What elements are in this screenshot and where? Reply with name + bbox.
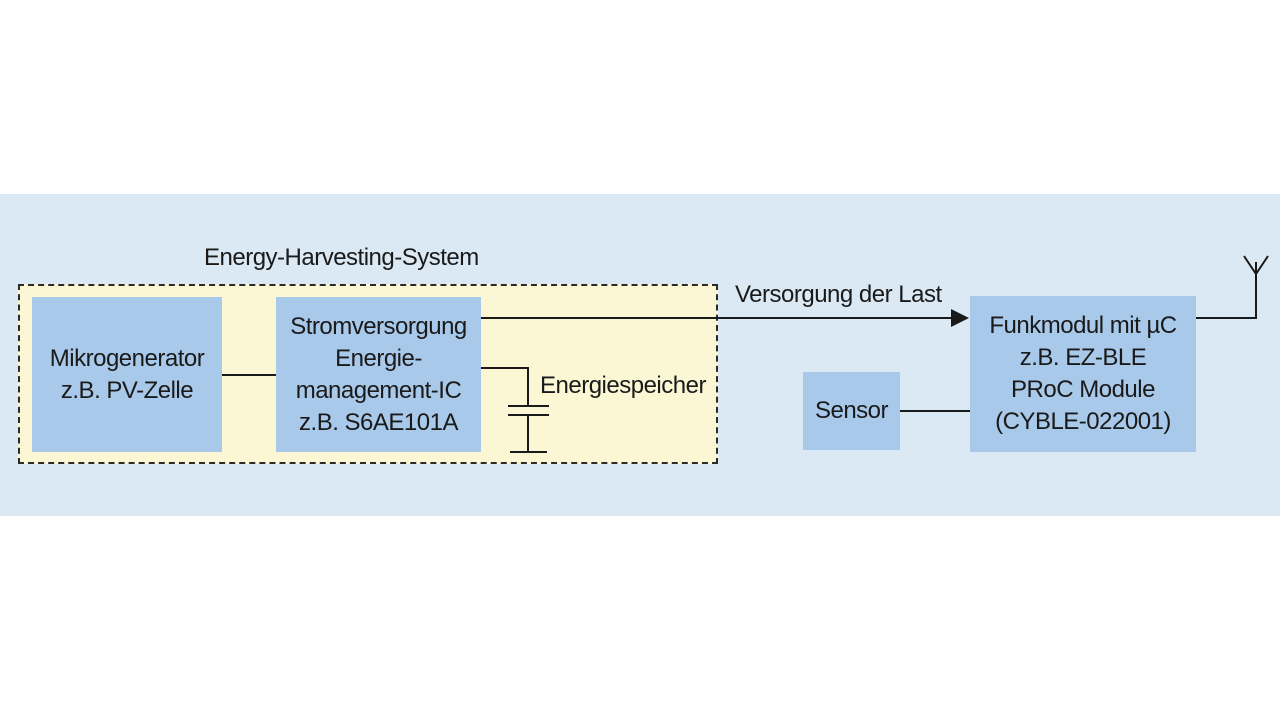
- mikrogenerator-line-2: z.B. PV-Zelle: [60, 376, 194, 404]
- energy-harvesting-system-title: Energy-Harvesting-System: [204, 244, 479, 271]
- versorgung-der-last-label: Versorgung der Last: [735, 281, 942, 308]
- antenna-icon: [1243, 255, 1269, 276]
- funkmodul-block: Funkmodul mit µC z.B. EZ-BLE PRoC Module…: [970, 296, 1196, 452]
- funkmodul-line-3: PRoC Module: [1011, 376, 1155, 403]
- funkmodul-line-2: z.B. EZ-BLE: [1019, 344, 1147, 371]
- arrow-head-icon: [951, 309, 969, 327]
- stromversorgung-line-1: Stromversorgung: [290, 312, 467, 340]
- stromversorgung-line-2: Energie-: [335, 344, 422, 372]
- stromversorgung-line-3: management-IC: [295, 376, 462, 404]
- sensor-line-1: Sensor: [814, 397, 889, 424]
- sensor-block: Sensor: [803, 372, 900, 450]
- wire-antenna: [1196, 262, 1257, 319]
- wire-stromversorgung-capacitor: [481, 367, 529, 406]
- funkmodul-line-1: Funkmodul mit µC: [989, 312, 1177, 339]
- mikrogenerator-block: Mikrogenerator z.B. PV-Zelle: [32, 297, 222, 452]
- funkmodul-line-4: (CYBLE-022001): [995, 408, 1171, 435]
- energiespeicher-label: Energiespeicher: [540, 372, 706, 399]
- stromversorgung-line-4: z.B. S6AE101A: [299, 408, 458, 436]
- mikrogenerator-line-1: Mikrogenerator: [49, 344, 205, 372]
- stromversorgung-block: Stromversorgung Energie- management-IC z…: [276, 297, 481, 452]
